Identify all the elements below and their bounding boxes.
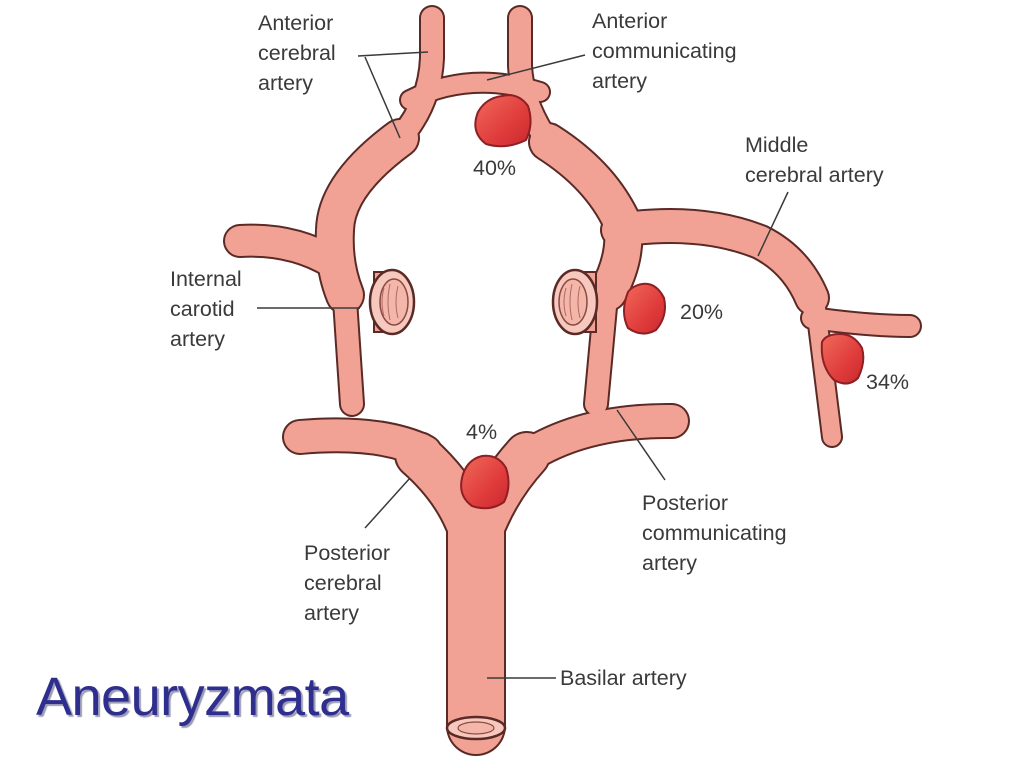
- label-internal-carotid-artery: Internal carotid artery: [170, 267, 242, 351]
- label-basilar-artery: Basilar artery: [560, 666, 687, 690]
- leader-anterior-cerebral-left: [357, 51, 429, 57]
- basilar-cut-end: [445, 715, 507, 741]
- frequency-basilar-tip: 4%: [466, 420, 498, 444]
- leader-lines: [257, 51, 789, 679]
- right-internal-carotid-cut-end: [551, 268, 599, 336]
- leader-posterior-cerebral: [364, 477, 411, 529]
- aneurysm-anterior-communicating: [474, 94, 532, 148]
- frequency-anterior-communicating: 40%: [473, 156, 517, 180]
- label-middle-cerebral-artery: Middle cerebral artery: [745, 133, 884, 187]
- aneurysm-basilar-tip: [460, 454, 510, 510]
- aneurysm-middle-cerebral: [820, 332, 865, 385]
- left-internal-carotid-cut-end: [368, 268, 416, 336]
- leader-anterior-communicating: [486, 54, 586, 81]
- slide-title: Aneuryzmata: [36, 667, 349, 727]
- aneurysm-internal-carotid: [623, 282, 666, 335]
- label-anterior-cerebral-artery: Anterior cerebral artery: [258, 11, 336, 95]
- leader-middle-cerebral: [757, 191, 789, 257]
- label-posterior-communicating-artery: Posterior communicating artery: [642, 491, 787, 575]
- leader-posterior-communicating: [616, 409, 666, 481]
- label-posterior-cerebral-artery: Posterior cerebral artery: [304, 541, 391, 625]
- frequency-internal-carotid: 20%: [680, 300, 724, 324]
- leader-anterior-cerebral-right: [364, 56, 401, 139]
- frequency-middle-cerebral: 34%: [866, 370, 910, 394]
- label-anterior-communicating-artery: Anterior communicating artery: [592, 9, 737, 93]
